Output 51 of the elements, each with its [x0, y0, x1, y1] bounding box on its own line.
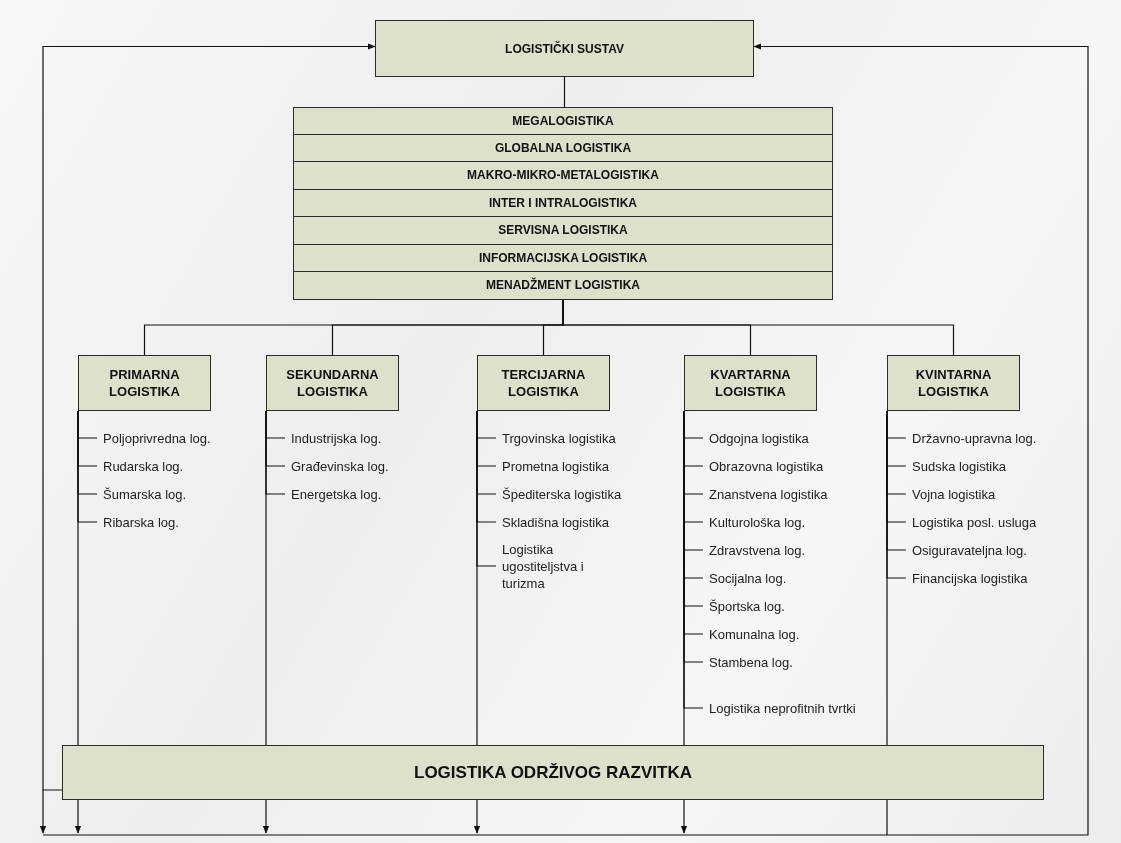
list-item: Prometna logistika	[502, 456, 682, 476]
connector-line	[476, 410, 478, 746]
level-box: GLOBALNA LOGISTIKA	[293, 134, 833, 162]
category-box: SEKUNDARNA LOGISTIKA	[266, 355, 399, 411]
list-item: Energetska log.	[291, 484, 471, 504]
list-item: Komunalna log.	[709, 624, 889, 644]
category-box: KVARTARNA LOGISTIKA	[684, 355, 817, 411]
level-box: MEGALOGISTIKA	[293, 107, 833, 135]
connector-line	[563, 76, 566, 108]
arrow	[753, 43, 1089, 836]
list-item: Logistika neprofitnih tvrtki	[709, 690, 869, 726]
list-item: Industrijska log.	[291, 428, 471, 448]
list-item: Rudarska log.	[103, 456, 283, 476]
level-box: INTER I INTRALOGISTIKA	[293, 189, 833, 217]
list-item: Ribarska log.	[103, 512, 283, 532]
list-item: Šumarska log.	[103, 484, 283, 504]
level-box: INFORMACIJSKA LOGISTIKA	[293, 244, 833, 272]
sustainability-box: LOGISTIKA ODRŽIVOG RAZVITKA	[62, 745, 1044, 800]
list-item: Stambena log.	[709, 652, 889, 672]
list-item: Osiguravateljna log.	[912, 540, 1092, 560]
list-item: Vojna logistika	[912, 484, 1092, 504]
list-item: Državno-upravna log.	[912, 428, 1092, 448]
list-item: Sudska logistika	[912, 456, 1092, 476]
feedback-arrows	[39, 789, 888, 836]
connector-line	[683, 410, 685, 746]
list-item: Obrazovna logistika	[709, 456, 889, 476]
list-item: Logistika posl. usluga	[912, 512, 1092, 532]
list-item: Znanstvena logistika	[709, 484, 889, 504]
list-item: Kulturološka log.	[709, 512, 889, 532]
connector-line	[886, 410, 888, 746]
level-box: SERVISNA LOGISTIKA	[293, 217, 833, 245]
arrow	[42, 43, 376, 791]
category-box: PRIMARNA LOGISTIKA	[78, 355, 211, 411]
list-item: Socijalna log.	[709, 568, 889, 588]
list-item: Špediterska logistika	[502, 484, 682, 504]
list-item: Trgovinska logistika	[502, 428, 682, 448]
list-item: Odgojna logistika	[709, 428, 889, 448]
list-item: Zdravstvena log.	[709, 540, 889, 560]
connector-line	[265, 410, 267, 746]
system-box: LOGISTIČKI SUSTAV	[375, 20, 754, 77]
level-box: MENADŽMENT LOGISTIKA	[293, 272, 833, 300]
list-item: Financijska logistika	[912, 568, 1092, 588]
category-box: TERCIJARNA LOGISTIKA	[477, 355, 610, 411]
list-item: Poljoprivredna log.	[103, 428, 283, 448]
list-item: Građevinska log.	[291, 456, 471, 476]
list-item: Logistika ugostiteljstva i turizma	[502, 539, 614, 593]
level-box: MAKRO-MIKRO-METALOGISTIKA	[293, 162, 833, 190]
connector-line	[77, 410, 79, 746]
category-box: KVINTARNA LOGISTIKA	[887, 355, 1020, 411]
list-item: Skladišna logistika	[502, 512, 682, 532]
list-item: Športska log.	[709, 596, 889, 616]
